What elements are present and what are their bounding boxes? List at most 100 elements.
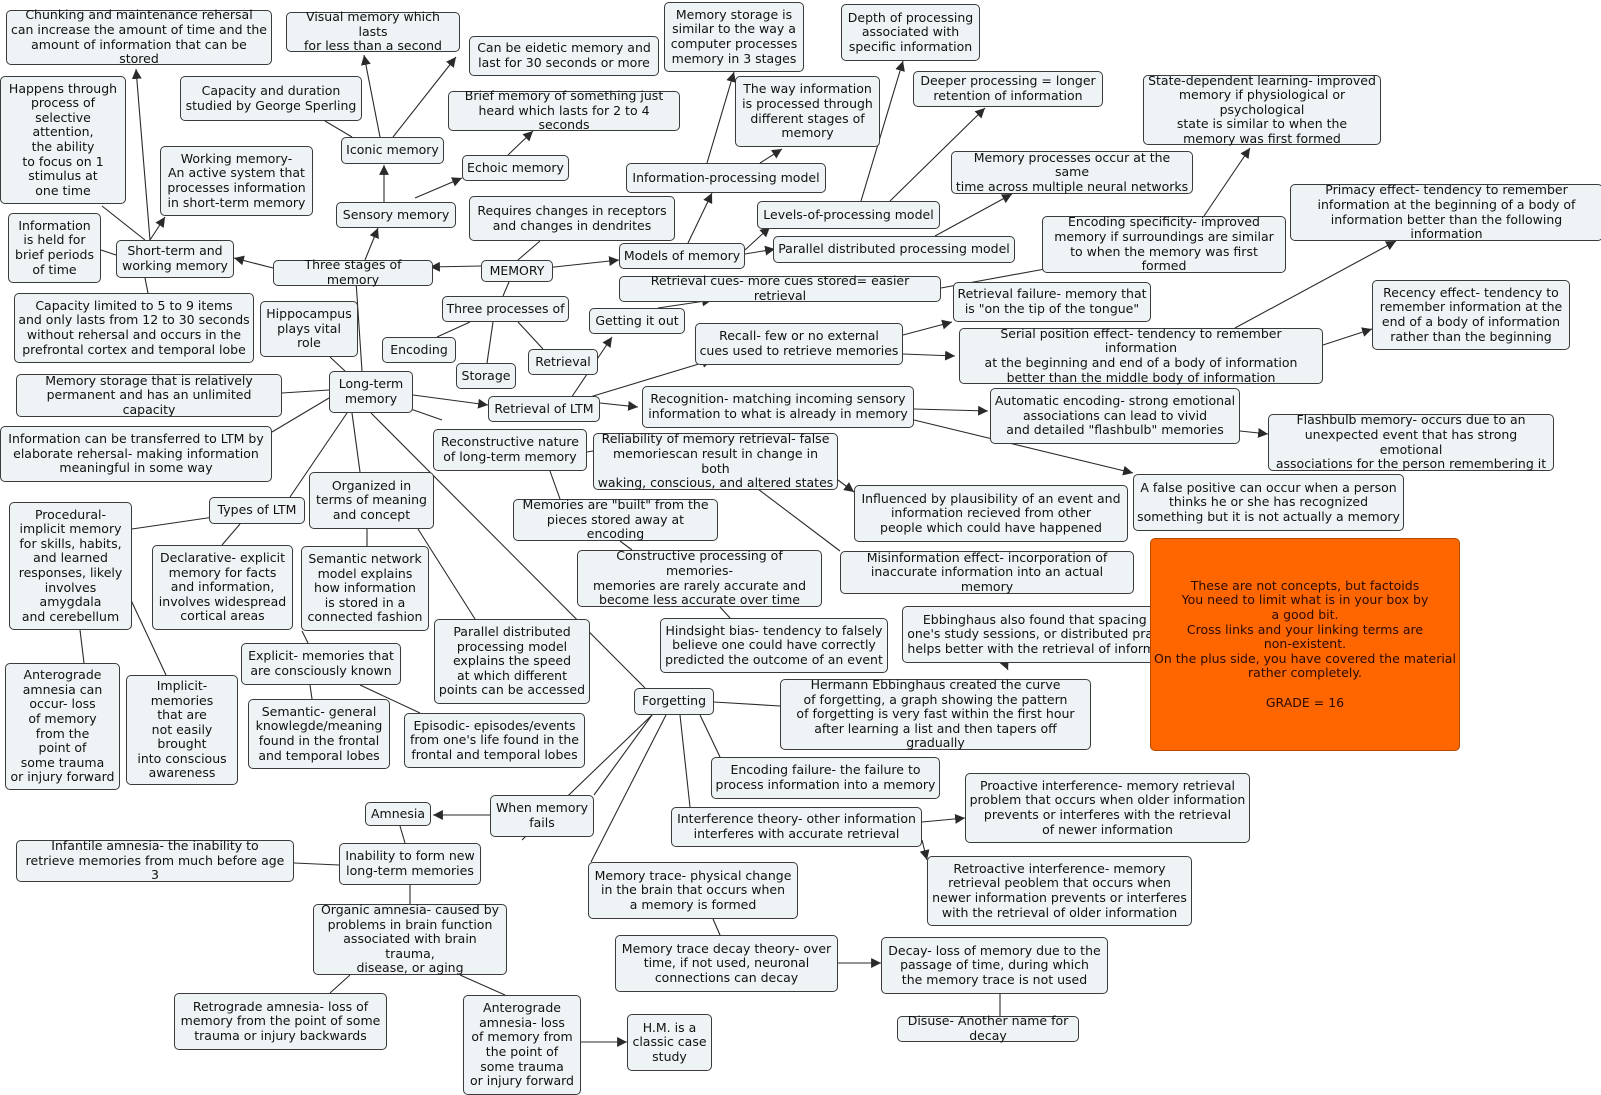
concept-node-selective: Happens through process of selective att…	[0, 76, 126, 204]
connector-line	[429, 261, 482, 272]
concept-node-eidetic: Can be eidetic memory and last for 30 se…	[469, 36, 659, 76]
concept-node-interference: Interference theory- other information i…	[671, 807, 922, 847]
connector-line	[590, 714, 667, 863]
connector-line	[706, 71, 736, 164]
concept-node-proactive: Proactive interference- memory retrieval…	[965, 773, 1250, 843]
connector-line	[744, 245, 776, 256]
concept-node-retrieval-fail: Retrieval failure- memory that is "on th…	[953, 282, 1151, 322]
concept-node-declarative: Declarative- explicit memory for facts a…	[152, 545, 293, 630]
concept-node-retrograde: Retrograde amnesia- loss of memory from …	[174, 993, 387, 1050]
concept-node-auto-enc: Automatic encoding- strong emotional ass…	[990, 388, 1240, 444]
concept-node-retrieval-ltm: Retrieval of LTM	[488, 396, 600, 422]
concept-node-constructive: Constructive processing of memories- mem…	[577, 549, 822, 607]
concept-node-hippocampus: Hippocampus plays vital role	[260, 301, 358, 357]
concept-node-mem-trace: Memory trace- physical change in the bra…	[588, 862, 798, 919]
connector-line	[913, 419, 1134, 476]
concept-node-levels: Levels-of-processing model	[757, 201, 940, 229]
concept-node-sensory: Sensory memory	[336, 202, 456, 228]
concept-node-ebbinghaus-curve: Hermann Ebbinghaus created the curve of …	[780, 677, 1091, 750]
connector-line	[919, 839, 930, 861]
concept-node-reconstructive: Reconstructive nature of long-term memor…	[433, 429, 587, 471]
connector-line	[361, 54, 381, 138]
concept-node-info-held: Information is held for brief periods of…	[8, 213, 101, 283]
connector-line	[414, 177, 463, 199]
concept-node-encoding-spec: Encoding specificity- improved memory if…	[1042, 215, 1286, 273]
connector-line	[517, 321, 544, 350]
connector-line	[301, 630, 309, 644]
concept-node-mem-storage-comp: Memory storage is similar to the way a c…	[664, 2, 804, 72]
concept-node-hm: H.M. is a classic case study	[627, 1014, 712, 1071]
connector-line	[221, 523, 241, 546]
connector-line	[921, 813, 966, 824]
concept-node-getting-out: Getting it out	[589, 308, 685, 334]
concept-node-organized: Organized in terms of meaning and concep…	[309, 472, 434, 529]
connector-line	[749, 482, 841, 552]
concept-node-ltm: Long-term memory	[329, 371, 413, 413]
concept-node-antero-left: Anterograde amnesia can occur- loss of m…	[5, 663, 120, 790]
concept-node-infantile: Infantile amnesia- the inability to retr…	[16, 838, 294, 882]
concept-node-false-pos: A false positive can occur when a person…	[1133, 474, 1404, 531]
concept-node-working: Working memory- An active system that pr…	[160, 146, 313, 216]
connector-line	[544, 256, 620, 269]
connector-line	[351, 412, 361, 473]
connector-line	[579, 358, 713, 401]
concept-node-encoding: Encoding	[382, 337, 456, 363]
concept-node-retrieval-cues: Retrieval cues- more cues stored= easier…	[619, 274, 941, 303]
concept-node-amnesia: Amnesia	[365, 802, 431, 826]
concept-node-antero-bottom: Anterograde amnesia- loss of memory from…	[463, 995, 581, 1095]
connector-line	[309, 684, 313, 700]
connector-line	[412, 394, 489, 409]
concept-node-recognition: Recognition- matching incoming sensory i…	[642, 386, 914, 428]
concept-node-brief-heard: Brief memory of something just heard whi…	[448, 88, 680, 132]
concept-node-ebbinghaus-spacing: Ebbinghaus also found that spacing out o…	[902, 606, 1192, 663]
concept-node-mem-proc-same: Memory processes occur at the same time …	[951, 150, 1193, 194]
concept-node-hindsight: Hindsight bias- tendency to falsely beli…	[660, 618, 888, 673]
concept-node-sperling: Capacity and duration studied by George …	[180, 76, 362, 121]
concept-node-serial: Serial position effect- tendency to reme…	[959, 326, 1323, 384]
connector-line	[149, 216, 166, 241]
concept-node-pdp-speed: Parallel distributed processing model ex…	[434, 619, 590, 704]
connector-line	[860, 60, 905, 202]
connector-line	[1203, 147, 1251, 217]
concept-node-deeper: Deeper processing = longer retention of …	[913, 71, 1103, 107]
connector-line	[101, 205, 146, 241]
connector-line	[1239, 428, 1269, 438]
concept-node-chunking: Chunking and maintenance rehersal can in…	[6, 8, 272, 66]
connector-line	[129, 597, 167, 676]
connector-line	[233, 255, 274, 269]
concept-node-iconic: Iconic memory	[341, 137, 444, 164]
concept-node-misinfo: Misinformation effect- incorporation of …	[840, 550, 1134, 594]
connector-line	[293, 862, 340, 866]
grader-feedback-note: These are not concepts, but factoids You…	[1150, 538, 1460, 751]
connector-line	[889, 107, 986, 202]
concept-node-three-stages: Three stages of memory	[273, 258, 433, 287]
connector-line	[712, 918, 721, 936]
connector-line	[593, 714, 653, 796]
connector-line	[329, 356, 346, 372]
connector-line	[359, 684, 421, 714]
connector-line	[392, 56, 457, 138]
concept-node-types-ltm: Types of LTM	[209, 497, 305, 524]
concept-node-built: Memories are "built" from the pieces sto…	[513, 497, 718, 541]
connector-line	[699, 714, 721, 758]
connector-line	[837, 479, 855, 493]
concept-node-ltm-storage: Memory storage that is relatively perman…	[16, 373, 282, 417]
connector-line	[329, 974, 351, 994]
connector-line	[459, 974, 506, 996]
connector-line	[131, 68, 151, 241]
concept-node-storage: Storage	[456, 363, 516, 389]
connector-line	[502, 281, 510, 297]
concept-node-way-info: The way information is processed through…	[735, 76, 880, 147]
connector-line	[549, 470, 561, 500]
concept-node-pdp: Parallel distributed processing model	[773, 236, 1015, 263]
concept-node-semantic: Semantic- general knowlegde/meaning foun…	[248, 699, 390, 769]
connector-line	[355, 280, 363, 372]
concept-node-depth: Depth of processing associated with spec…	[841, 4, 980, 61]
connector-line	[719, 606, 731, 619]
concept-node-semantic-net: Semantic network model explains how info…	[301, 546, 429, 631]
connector-line	[599, 401, 639, 411]
concept-node-retroactive: Retroactive interference- memory retriev…	[927, 856, 1192, 926]
connector-line	[999, 658, 1009, 671]
connector-line	[744, 226, 771, 251]
concept-node-inability: Inability to form new long-term memories	[339, 843, 481, 885]
